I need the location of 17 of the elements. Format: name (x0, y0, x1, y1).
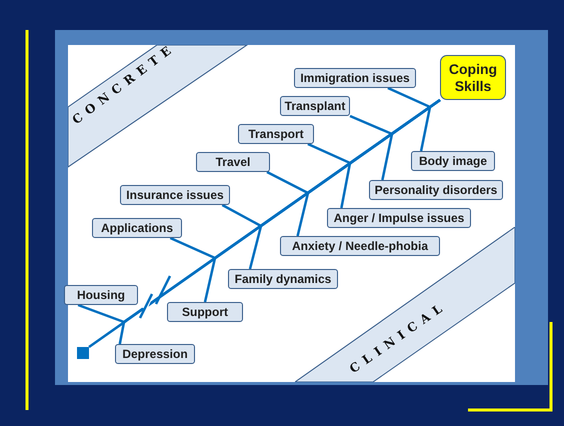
cause-label: Applications (92, 218, 182, 238)
cause-label: Anger / Impulse issues (327, 208, 471, 228)
cause-label: Travel (196, 152, 270, 172)
spine-start-square (77, 347, 89, 359)
cause-label: Immigration issues (294, 68, 416, 88)
cause-label: Body image (411, 151, 495, 171)
cause-label: Transplant (280, 96, 350, 116)
cause-label: Transport (238, 124, 314, 144)
cause-label: Insurance issues (120, 185, 230, 205)
cause-label: Anxiety / Needle-phobia (280, 236, 440, 256)
effect-box: Coping Skills (440, 55, 506, 100)
cause-label: Family dynamics (228, 269, 338, 289)
cause-label: Support (167, 302, 243, 322)
cause-label: Personality disorders (369, 180, 503, 200)
cause-label: Housing (64, 285, 138, 305)
category-band (68, 45, 248, 168)
cause-label: Depression (115, 344, 195, 364)
